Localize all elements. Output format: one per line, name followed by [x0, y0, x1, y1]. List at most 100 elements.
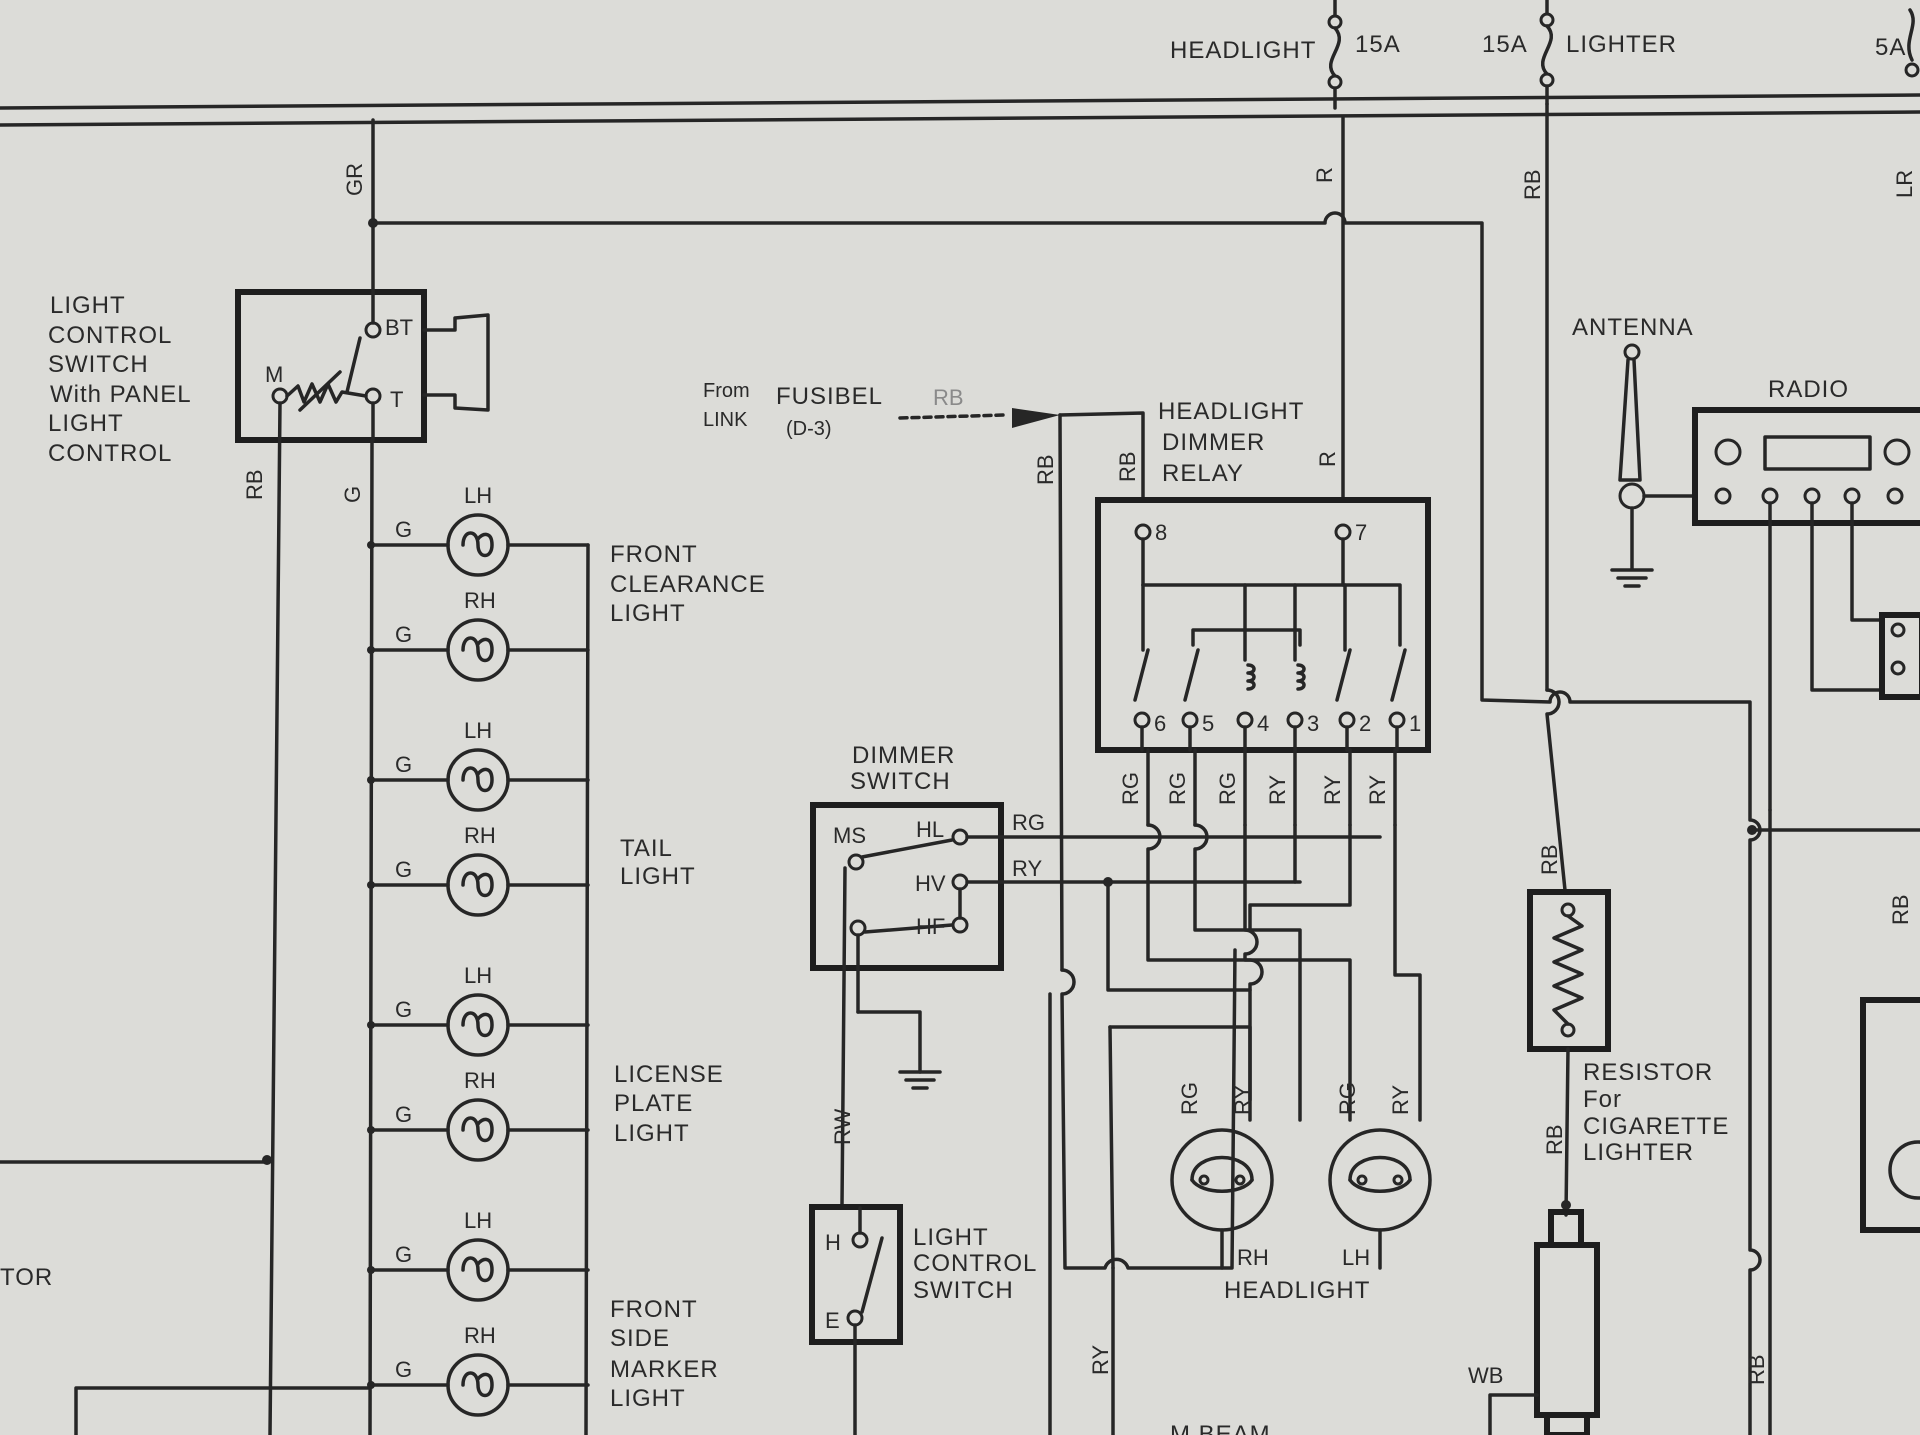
svg-text:LIGHTER: LIGHTER	[1583, 1139, 1694, 1166]
headlight-label: HEADLIGHT	[1224, 1277, 1370, 1304]
relay-wire-label: RG	[1165, 772, 1190, 805]
relay-terminal-3: 3	[1307, 711, 1319, 736]
wire-rg-dimmer-label: RG	[1012, 810, 1045, 835]
relay-wire-label: RY	[1265, 775, 1290, 805]
lamp-side-label: LH	[464, 483, 492, 508]
antenna-icon	[1610, 343, 1694, 588]
svg-text:FRONT: FRONT	[610, 541, 698, 568]
light-control-switch-panel-label: LIGHT CONTROL SWITCH With PANEL LIGHT CO…	[48, 292, 192, 467]
dimmer-hf-label: HF	[916, 914, 945, 939]
lamp-wire-label: G	[395, 517, 412, 542]
relay-wire-label: RG	[1215, 772, 1240, 805]
cigarette-lighter-resistor	[1527, 889, 1611, 1052]
lamp-5: LH G	[367, 963, 590, 1057]
fuse-right-rating: 5A	[1875, 34, 1906, 61]
resistor-label: RESISTOR For CIGARETTE LIGHTER	[1583, 1059, 1729, 1166]
wire-rw-label: RW	[830, 1109, 855, 1145]
lamp-8: RHG	[367, 1323, 590, 1417]
lamp-side-label: LH	[464, 718, 492, 743]
svg-text:CONTROL: CONTROL	[48, 322, 172, 349]
fuse-lighter	[1539, 0, 1555, 106]
svg-text:LIGHT: LIGHT	[620, 863, 696, 890]
relay-terminal-1: 1	[1409, 711, 1421, 736]
wire-g-left-label: G	[340, 486, 365, 503]
wire-rb-relay-left-label: RB	[1033, 454, 1058, 485]
svg-text:SWITCH: SWITCH	[913, 1277, 1014, 1304]
svg-text:MARKER: MARKER	[610, 1356, 719, 1383]
svg-text:PLATE: PLATE	[614, 1090, 693, 1117]
relay-terminal-2: 2	[1359, 711, 1371, 736]
headlamp-ry-label: RY	[1388, 1085, 1413, 1115]
wire-ry-bottom-label: RY	[1088, 1345, 1113, 1375]
lamp-wire-label: G	[395, 857, 412, 882]
relay-wire-label: RG	[1118, 772, 1143, 805]
wire-rb-lighter-lower-label: RB	[1542, 1124, 1567, 1155]
lamp-side-label: RH	[464, 588, 496, 613]
lamp-side-label: RH	[464, 1323, 496, 1348]
wire-r-top-label: R	[1312, 167, 1337, 183]
svg-text:(D-3): (D-3)	[786, 418, 832, 440]
wire-lr-label: LR	[1892, 170, 1917, 198]
lamp-side-label: LH	[464, 963, 492, 988]
wire-rb-resistor-label: RB	[1537, 844, 1562, 875]
svg-text:SWITCH: SWITCH	[48, 351, 149, 378]
dimmer-switch-label: DIMMER SWITCH	[850, 742, 955, 795]
headlight-lh-label: LH	[1342, 1245, 1370, 1270]
lamp-3: LHG	[367, 718, 590, 812]
wire-rb-left-label: RB	[242, 469, 267, 500]
right-connector	[1860, 612, 1920, 1233]
svg-text:LINK: LINK	[703, 409, 748, 431]
svg-text:For: For	[1583, 1086, 1622, 1113]
terminal-bt-label: BT	[385, 315, 413, 340]
relay-terminal-8: 8	[1155, 520, 1167, 545]
wire-rb-right-label: RB	[1744, 1354, 1769, 1385]
wire-r-relay-label: R	[1315, 451, 1340, 467]
lamp-4: RH G	[367, 823, 590, 917]
wire-rb-relay-8-label: RB	[1115, 451, 1140, 482]
lamp-6: RHG	[367, 1068, 590, 1162]
lamp-side-label: LH	[464, 1208, 492, 1233]
headlight-rh-label: RH	[1237, 1245, 1269, 1270]
fuse-headlight-label: HEADLIGHT	[1170, 37, 1316, 64]
svg-text:CIGARETTE: CIGARETTE	[1583, 1113, 1729, 1140]
wire-wb-label: WB	[1468, 1363, 1503, 1388]
cigarette-lighter	[1534, 1209, 1600, 1435]
fusible-link-label: From FUSIBEL LINK (D-3)	[703, 380, 883, 440]
light-control-switch	[809, 1204, 903, 1435]
fuse-headlight-rating: 15A	[1355, 31, 1401, 58]
svg-text:FRONT: FRONT	[610, 1296, 698, 1323]
fuse-lighter-label: LIGHTER	[1566, 31, 1677, 58]
svg-text:With PANEL: With PANEL	[50, 381, 192, 408]
wire-gr-label: GR	[342, 163, 367, 196]
relay-terminal-7: 7	[1355, 520, 1367, 545]
svg-text:LIGHT: LIGHT	[610, 1385, 686, 1412]
fuse-right	[1904, 8, 1920, 78]
main-bus	[0, 93, 1920, 127]
lamp-side-label: RH	[464, 823, 496, 848]
svg-text:RELAY: RELAY	[1162, 460, 1244, 487]
svg-text:SIDE: SIDE	[610, 1325, 670, 1352]
lamp-1: LH G	[367, 483, 590, 577]
lamp-7: LH G	[367, 1208, 590, 1302]
fuse-headlight	[1327, 0, 1343, 110]
svg-text:LIGHT: LIGHT	[913, 1224, 989, 1251]
svg-text:DIMMER: DIMMER	[1162, 429, 1265, 456]
lamp-wire-label: G	[395, 1102, 412, 1127]
svg-text:DIMMER: DIMMER	[852, 742, 955, 769]
svg-text:LIGHT: LIGHT	[614, 1120, 690, 1147]
relay-wire-label: RY	[1320, 775, 1345, 805]
terminal-t-label: T	[390, 387, 403, 412]
svg-text:FUSIBEL: FUSIBEL	[776, 383, 883, 410]
dimmer-hl-label: HL	[916, 817, 944, 842]
light-control-switch-label: LIGHT CONTROL SWITCH	[913, 1224, 1036, 1304]
lamp-wire-label: G	[395, 997, 412, 1022]
svg-text:SWITCH: SWITCH	[850, 768, 951, 795]
wire-ry-dimmer-label: RY	[1012, 856, 1042, 881]
lamp-wire-label: G	[395, 1242, 412, 1267]
